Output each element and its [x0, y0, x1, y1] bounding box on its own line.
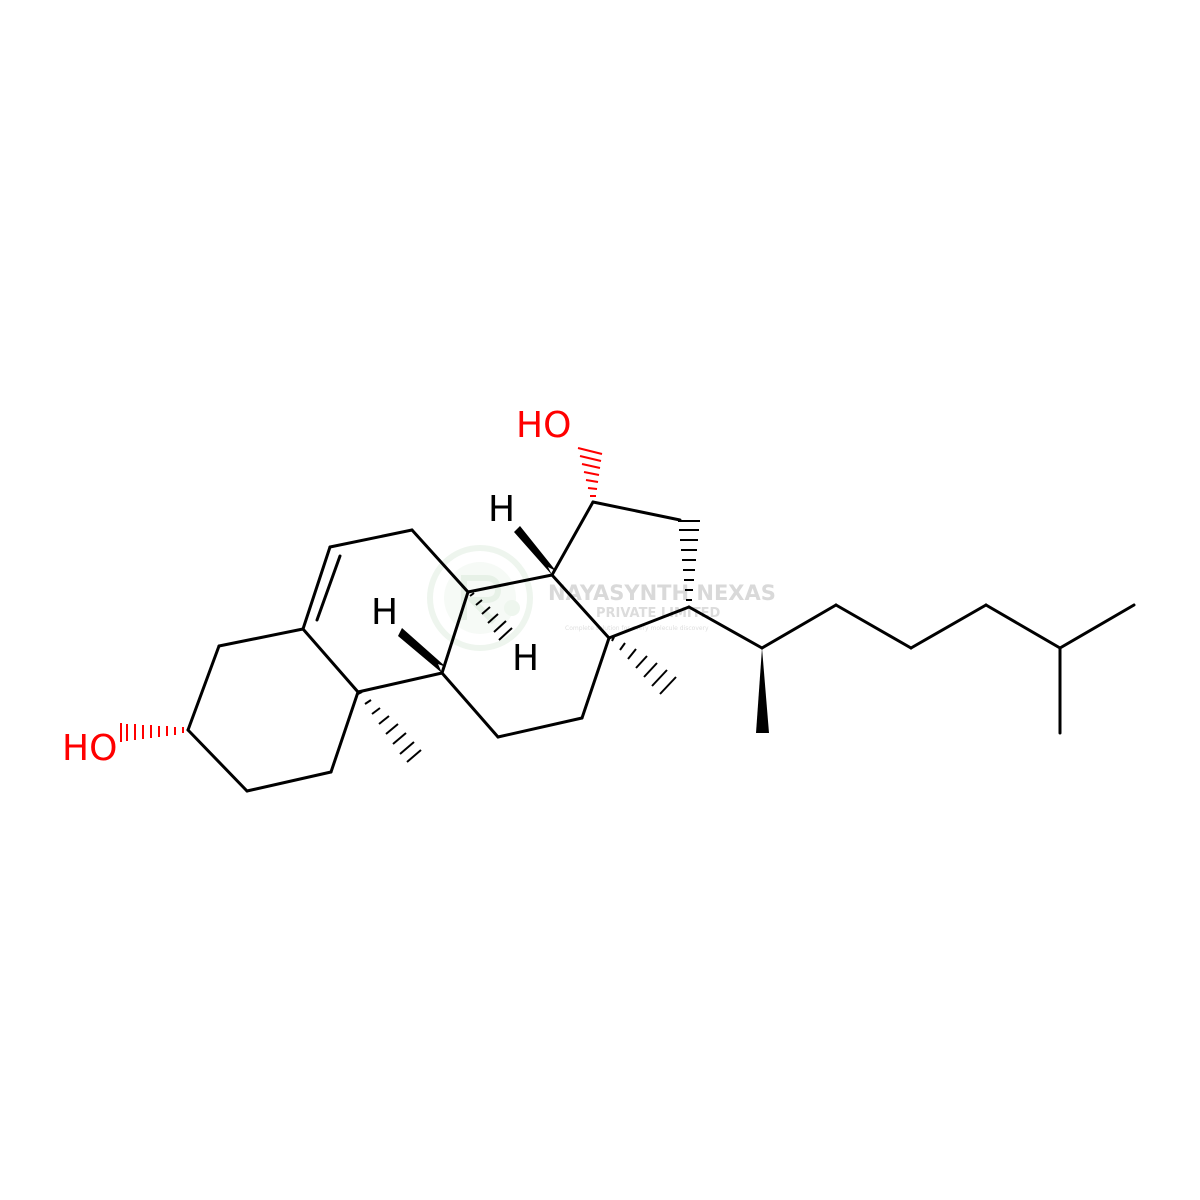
hydroxyl-label-top: HO [516, 405, 571, 446]
bond [328, 528, 414, 549]
bond [186, 728, 249, 793]
watermark: NAYASYNTH NEXAS PRIVATE LIMITED Complete… [427, 545, 776, 651]
bond [580, 636, 611, 720]
hashed-bond-c13-methyl [611, 636, 677, 695]
hashed-bond-c17-c16 [678, 520, 700, 601]
hashed-bond-c10-methyl [357, 691, 422, 763]
hydroxyl-label-left: HO [62, 728, 117, 769]
bond [186, 644, 221, 732]
watermark-title: NAYASYNTH NEXAS [548, 581, 776, 605]
wedge-bond-c14-h [514, 526, 556, 575]
double-bond [301, 545, 332, 631]
bond [329, 690, 360, 774]
hashed-bond-c15-oh [577, 447, 603, 497]
bond [496, 716, 584, 739]
bond [440, 590, 470, 675]
bond [356, 671, 444, 694]
bond [607, 605, 691, 640]
bond [301, 627, 360, 694]
stereo-bonds [120, 447, 769, 763]
bond [834, 603, 913, 650]
bond [410, 528, 470, 594]
hashed-bond-c8-h [469, 592, 513, 641]
bond [1058, 603, 1136, 650]
bond [909, 603, 988, 650]
wedge-bond-c20-methyl [756, 648, 769, 733]
wedge-bond-c9-h [398, 628, 446, 673]
bond [550, 573, 611, 640]
hashed-bond-c3-oh [120, 723, 184, 742]
leaf-r-logo-icon [427, 545, 533, 651]
bond [245, 770, 333, 793]
watermark-subtitle: PRIVATE LIMITED [596, 606, 721, 621]
hydrogen-label-c8: H [512, 638, 539, 679]
bond [466, 573, 554, 594]
bond [760, 603, 838, 650]
bond [440, 671, 500, 739]
hydrogen-label-c14: H [488, 489, 515, 530]
double-bond [315, 554, 342, 622]
bond [550, 500, 595, 577]
bond [687, 605, 764, 650]
bond [591, 500, 682, 522]
bond [984, 603, 1062, 650]
bond [217, 627, 305, 648]
atom-labels: HO HO H H H [62, 405, 571, 769]
bond-skeleton [186, 500, 1136, 793]
hydrogen-label-c9: H [371, 592, 398, 633]
